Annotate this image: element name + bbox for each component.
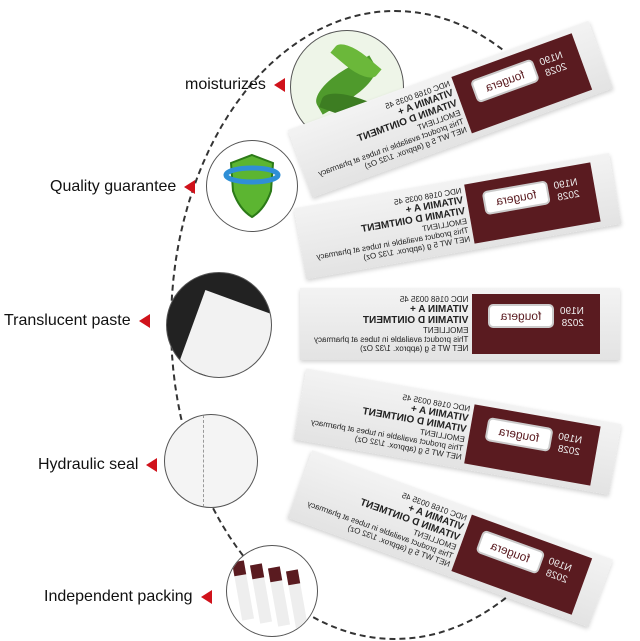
net-weight: NET WT 5 g (approx. 1/32 Oz) — [359, 344, 468, 353]
ointment-packet: NDC 0168 0035 45 VITAMIN A +VITAMIN D OI… — [300, 288, 620, 360]
product-name: VITAMIN D OINTMENT — [362, 315, 468, 326]
independent-packing-image — [226, 545, 318, 637]
red-triangle-icon — [184, 180, 196, 194]
red-triangle-icon — [200, 590, 212, 604]
product-note: This product available in tubes at pharm… — [313, 335, 468, 344]
product-name: VITAMIN A + — [409, 304, 468, 315]
shield-icon — [223, 153, 281, 219]
brand-logo: fougera — [484, 416, 554, 453]
year: 2028 — [561, 318, 584, 329]
feature-label: Hydraulic seal — [38, 456, 139, 473]
brand-logo: fougera — [481, 180, 551, 216]
product-type: EMOLLIENT — [422, 326, 468, 335]
feature-label: Translucent paste — [4, 312, 131, 329]
hydraulic-seal-image — [164, 414, 258, 508]
feature-label: Independent packing — [44, 588, 193, 605]
feature-label: moisturizes — [185, 76, 266, 93]
translucent-paste-image — [166, 272, 272, 378]
brand-logo: fougera — [488, 304, 554, 328]
brand-logo: fougera — [469, 58, 541, 104]
year: 2028 — [556, 188, 581, 204]
feature-independent-packing: Independent packing — [44, 588, 212, 606]
feature-hydraulic-seal: Hydraulic seal — [38, 456, 158, 474]
brand-logo: fougera — [475, 529, 546, 575]
red-triangle-icon — [146, 458, 158, 472]
red-triangle-icon — [138, 314, 150, 328]
ndc: NDC 0168 0035 45 — [399, 295, 469, 304]
red-triangle-icon — [273, 78, 285, 92]
feature-label: Quality guarantee — [50, 178, 177, 195]
quality-guarantee-image — [206, 140, 298, 232]
packet-text: NDC 0168 0035 45 VITAMIN A +VITAMIN D OI… — [314, 295, 468, 353]
lot: N190 — [560, 306, 584, 317]
feature-translucent-paste: Translucent paste — [4, 312, 150, 330]
feature-quality-guarantee: Quality guarantee — [50, 178, 196, 196]
feature-moisturizes: moisturizes — [185, 76, 285, 94]
